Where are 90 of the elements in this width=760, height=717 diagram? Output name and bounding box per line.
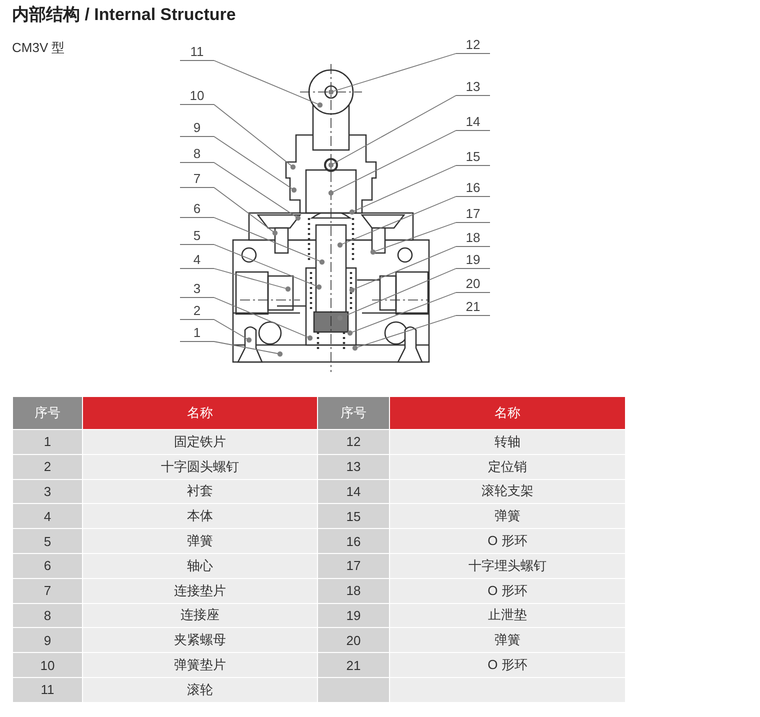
- table-cell: 弹簧: [83, 529, 317, 554]
- table-cell: 4: [13, 504, 82, 530]
- table-cell: 止泄垫: [390, 604, 625, 628]
- table-cell: 17: [318, 554, 389, 579]
- column-header: 名称: [390, 397, 625, 430]
- table-cell: 滚轮: [83, 678, 317, 703]
- leader-line: [214, 319, 252, 343]
- table-cell: 转轴: [390, 430, 625, 455]
- table-cell: 连接座: [83, 604, 317, 628]
- table-cell: 14: [318, 480, 389, 504]
- table-cell: 本体: [83, 504, 317, 530]
- table-cell: 11: [13, 678, 82, 703]
- column-header: 序号: [318, 397, 389, 430]
- callout-number: 10: [180, 88, 214, 105]
- leader-line: [214, 136, 297, 193]
- callout-number: 5: [180, 228, 214, 245]
- callout-number: 20: [456, 276, 490, 293]
- table-cell: 7: [13, 578, 82, 604]
- leader-line: [214, 341, 283, 357]
- table-cell: 12: [318, 430, 389, 455]
- callout-number: 18: [456, 230, 490, 247]
- table-cell: 19: [318, 604, 389, 628]
- title: 内部结构 / Internal Structure: [12, 4, 236, 26]
- leader-line: [214, 268, 291, 292]
- table-cell: 弹簧垫片: [83, 653, 317, 678]
- leader-line: [370, 222, 456, 255]
- leader-line: [337, 268, 456, 321]
- leader-line: [347, 292, 456, 336]
- callout-number: 21: [456, 299, 490, 316]
- table-cell: 定位销: [390, 454, 625, 480]
- callout-number: 16: [456, 180, 490, 197]
- table-cell: 8: [13, 604, 82, 628]
- table-cell: 20: [318, 628, 389, 654]
- leader-line: [349, 165, 456, 215]
- table-cell: O 形环: [390, 578, 625, 604]
- callout-number: 19: [456, 252, 490, 269]
- leader-line: [349, 246, 456, 293]
- callout-number: 8: [180, 146, 214, 163]
- table-cell: 10: [13, 653, 82, 678]
- table-cell: 13: [318, 454, 389, 480]
- callout-number: 6: [180, 201, 214, 218]
- leader-line: [352, 315, 456, 351]
- callout-number: 7: [180, 171, 214, 188]
- callout-number: 14: [456, 114, 490, 131]
- table-cell: O 形环: [390, 653, 625, 678]
- leader-line: [214, 60, 323, 108]
- table-cell: 16: [318, 529, 389, 554]
- table-cell: 滚轮支架: [390, 480, 625, 504]
- callout-number: 1: [180, 325, 214, 342]
- table-cell: 固定铁片: [83, 430, 317, 455]
- table-cell: 1: [13, 430, 82, 455]
- callout-number: 13: [456, 79, 490, 96]
- table-cell: 9: [13, 628, 82, 654]
- table-cell: 衬套: [83, 480, 317, 504]
- leader-line: [214, 187, 278, 236]
- table-cell: 轴心: [83, 554, 317, 579]
- callout-number: 3: [180, 281, 214, 298]
- table-cell: 3: [13, 480, 82, 504]
- callout-number: 15: [456, 149, 490, 166]
- table-cell: 十字埋头螺钉: [390, 554, 625, 579]
- table-cell: O 形环: [390, 529, 625, 554]
- leader-line: [214, 217, 325, 265]
- table-cell: 18: [318, 578, 389, 604]
- table-cell: 弹簧: [390, 628, 625, 654]
- callout-number: 4: [180, 252, 214, 269]
- leader-line: [214, 162, 301, 221]
- table-cell: 6: [13, 554, 82, 579]
- table-cell: 5: [13, 529, 82, 554]
- table-cell: 弹簧: [390, 504, 625, 530]
- column-header: 名称: [83, 397, 317, 430]
- table-cell: 21: [318, 653, 389, 678]
- callout-number: 12: [456, 37, 490, 54]
- column-header: 序号: [13, 397, 82, 430]
- callout-number: 17: [456, 206, 490, 223]
- leader-line: [214, 104, 296, 170]
- table-cell: 15: [318, 504, 389, 530]
- leader-line: [328, 95, 456, 168]
- leader-line: [328, 53, 456, 95]
- table-cell: 十字圆头螺钉: [83, 454, 317, 480]
- leader-line: [337, 196, 456, 248]
- table-cell: 夹紧螺母: [83, 628, 317, 654]
- leader-line: [214, 297, 313, 341]
- callout-number: 11: [180, 44, 214, 61]
- leader-line: [214, 244, 322, 290]
- callout-number: 2: [180, 303, 214, 320]
- callout-number: 9: [180, 120, 214, 137]
- table-cell: 连接垫片: [83, 578, 317, 604]
- table-cell: 2: [13, 454, 82, 480]
- leader-line: [328, 130, 456, 196]
- model-label: CM3V 型: [12, 39, 65, 57]
